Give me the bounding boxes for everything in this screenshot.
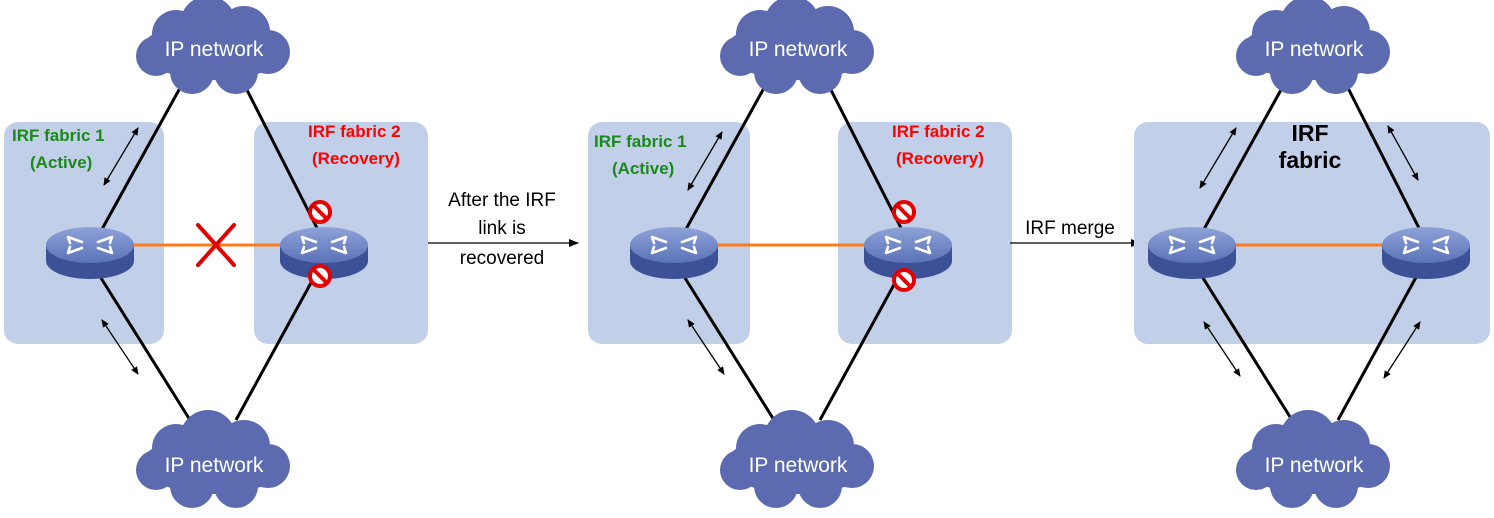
cloud-label: IP network [749, 38, 848, 61]
bidirectional-arrow-icon [687, 319, 725, 375]
link [244, 87, 320, 231]
fabric-1-state: (Active) [612, 159, 674, 178]
fabric-2-label: IRF fabric 2 [892, 122, 985, 141]
fabric-1-label: IRF fabric 1 [12, 126, 105, 145]
switch-icon [864, 227, 952, 279]
cloud-label: IP network [165, 454, 264, 477]
cloud-label: IP network [165, 38, 264, 61]
transition-1: After the IRF link is recovered [428, 190, 579, 269]
link [818, 269, 904, 421]
blocked-port-icon [308, 200, 332, 224]
stage-3: IP network IP network IRF fabric [1134, 0, 1490, 508]
blocked-port-icon [892, 200, 916, 224]
bidirectional-arrow-icon [687, 131, 723, 191]
cloud-label: IP network [1265, 38, 1364, 61]
link [1346, 87, 1422, 231]
switch-icon [280, 227, 368, 279]
link [234, 269, 320, 421]
switch-icon [630, 227, 718, 279]
bidirectional-arrow-icon [103, 127, 139, 186]
link [1196, 269, 1294, 421]
bidirectional-arrow-icon [1383, 321, 1421, 379]
fabric-2-label: IRF fabric 2 [308, 122, 401, 141]
fabric-2-state: (Recovery) [312, 149, 400, 168]
cloud-label: IP network [1265, 454, 1364, 477]
transition-label-line-2: link is [478, 218, 526, 239]
link-failure-cross-icon [196, 223, 236, 267]
fabric-1-state: (Active) [30, 153, 92, 172]
transition-2: IRF merge [1010, 218, 1141, 247]
transition-label-line-1: After the IRF [448, 190, 556, 211]
link [1196, 87, 1284, 241]
bidirectional-arrow-icon [1387, 125, 1419, 181]
bidirectional-arrow-icon [1199, 127, 1237, 189]
transition-label-line-3: recovered [460, 248, 545, 269]
link [1336, 269, 1422, 421]
fabric-label: IRF [1291, 120, 1328, 146]
bidirectional-arrow-icon [101, 319, 139, 375]
bidirectional-arrow-icon [1203, 321, 1241, 377]
switch-icon [46, 227, 134, 279]
link [678, 269, 776, 421]
fabric-2-state: (Recovery) [896, 149, 984, 168]
blocked-port-icon [892, 268, 916, 292]
link [828, 87, 904, 231]
fabric-label-line-2: fabric [1279, 147, 1342, 173]
stage-2: IP network IP network [588, 0, 1012, 508]
switch-icon [1148, 227, 1236, 279]
link [94, 269, 192, 421]
fabric-1-label: IRF fabric 1 [594, 132, 687, 151]
switch-icon [1382, 227, 1470, 279]
blocked-port-icon [308, 264, 332, 288]
transition-label: IRF merge [1025, 218, 1115, 239]
stage-1: IP network IP network [4, 0, 428, 508]
cloud-label: IP network [749, 454, 848, 477]
